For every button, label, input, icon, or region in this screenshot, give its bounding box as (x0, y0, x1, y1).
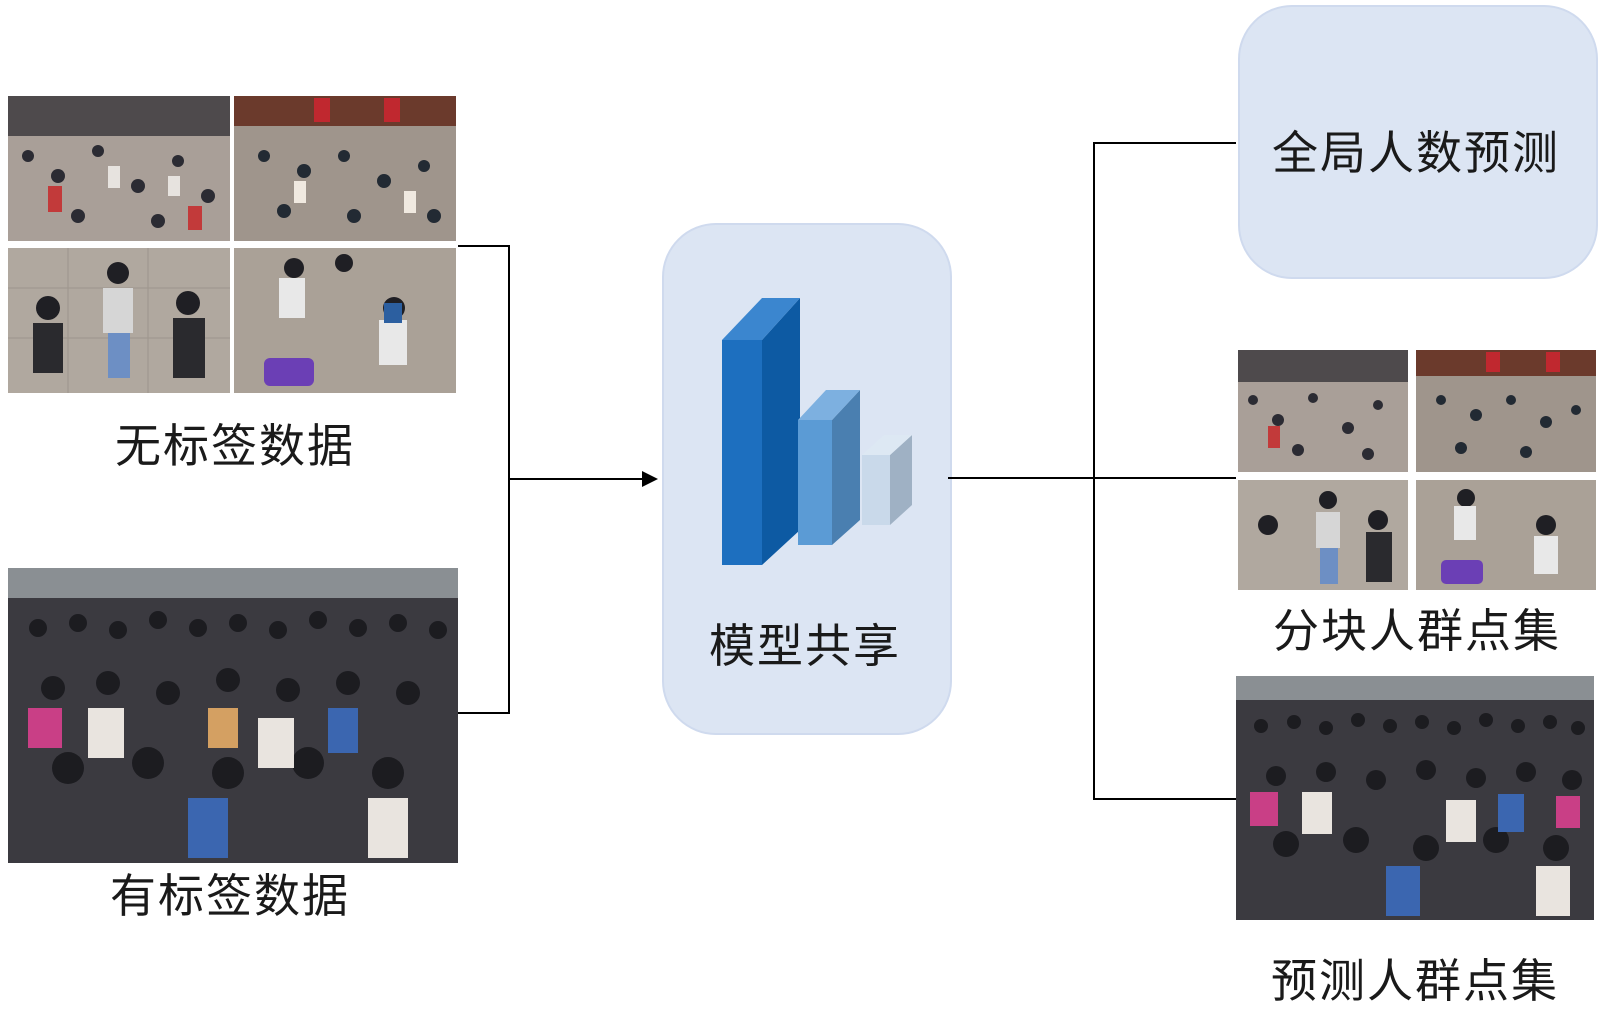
connector-right-v (1093, 142, 1095, 800)
predicted-crowd-photo (1236, 676, 1594, 920)
unlabeled-data-label: 无标签数据 (115, 419, 355, 473)
connector-unlabeled-h (458, 245, 510, 247)
crowd-photo-tile (234, 248, 456, 393)
crowd-photo-tile (234, 96, 456, 241)
connector-to-global (1093, 142, 1236, 144)
connector-from-model (948, 477, 1236, 479)
crowd-photo-tile (1416, 350, 1596, 472)
bar-chart-3d-icon (712, 290, 922, 570)
crowd-photo-tile (8, 96, 230, 241)
patch-points-label: 分块人群点集 (1273, 604, 1561, 658)
connector-to-model (508, 478, 643, 480)
predicted-points-label: 预测人群点集 (1271, 954, 1559, 1008)
connector-labeled-h (458, 712, 510, 714)
crowd-photo-tile (1238, 350, 1408, 472)
unlabeled-data-grid (8, 96, 456, 396)
patch-points-grid (1238, 350, 1596, 590)
crowd-photo-tile (1238, 480, 1408, 590)
labeled-data-label: 有标签数据 (110, 869, 350, 923)
arrow-head-icon (642, 471, 658, 487)
global-count-label: 全局人数预测 (1272, 126, 1560, 180)
connector-to-predicted (1093, 798, 1236, 800)
model-shared-label: 模型共享 (709, 619, 901, 673)
crowd-photo-tile (8, 248, 230, 393)
global-count-box (1238, 5, 1598, 279)
labeled-crowd-photo (8, 568, 458, 863)
crowd-photo-tile (1416, 480, 1596, 590)
